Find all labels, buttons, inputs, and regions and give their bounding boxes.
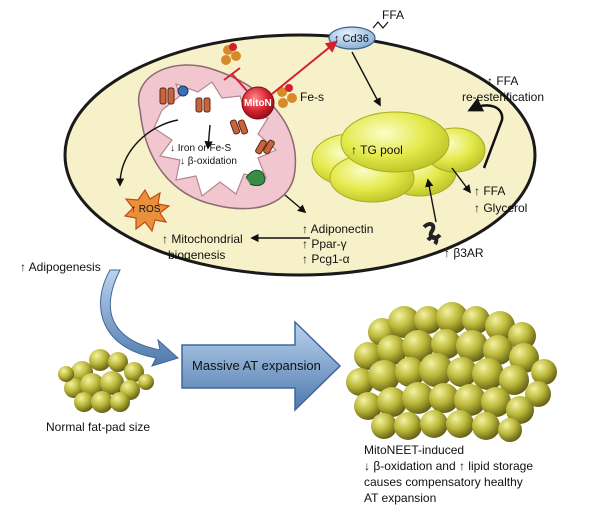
cd36-label: ↑ Cd36 [334, 33, 369, 45]
ffa-out-label: ↑ FFA [474, 184, 506, 198]
tg-pool-label: ↑ TG pool [351, 143, 403, 157]
adipogenesis-label: ↑ Adipogenesis [20, 260, 101, 274]
beta-oxidation-label: ↓ β-oxidation [180, 156, 237, 167]
pcg1-label: ↑ Pcg1-α [302, 252, 350, 266]
mitoneet-ball [241, 86, 275, 120]
ffa-top-label: FFA [382, 8, 405, 22]
fe-s-cluster-icon [221, 43, 297, 108]
ppar-label: ↑ Ppar-γ [302, 237, 347, 251]
b3ar-receptor-icon [422, 222, 442, 246]
iron-fe-s-label: ↓ Iron or Fe-S [170, 143, 232, 154]
mitoN-inhibit-feS [223, 67, 249, 93]
b3ar-label: ↑ β3AR [444, 246, 484, 260]
expanded-fat-pad-cluster [346, 302, 557, 442]
ffa-reesterification-label-2: re-esterification [462, 90, 545, 104]
mito-biogenesis-label-1: ↑ Mitochondrial [162, 232, 243, 246]
pathway-arrows [115, 51, 504, 243]
tg-pool-droplets [311, 111, 486, 203]
massive-expansion-label: Massive AT expansion [192, 358, 321, 373]
adiponectin-label: ↑ Adiponectin [302, 222, 374, 236]
normal-fat-pad-cluster [58, 349, 154, 413]
caption-line-1: MitoNEET-induced [364, 443, 465, 457]
caption-line-3: causes compensatory healthy [364, 475, 523, 489]
caption-line-4: AT expansion [364, 491, 437, 505]
mito-biogenesis-label-2: biogenesis [168, 248, 226, 262]
caption-line-2: ↓ β-oxidation and ↑ lipid storage [364, 459, 533, 473]
glycerol-out-label: ↑ Glycerol [474, 201, 528, 215]
ros-label: ↑ ROS [131, 204, 161, 215]
normal-fat-pad-label: Normal fat-pad size [46, 420, 151, 434]
ffa-chain-icon [372, 21, 389, 29]
fe-s-label: Fe-s [300, 90, 324, 104]
adipogenesis-curved-arrow [100, 269, 179, 367]
ros-burst [123, 188, 171, 233]
mitoN-to-cd36-arrow [271, 40, 338, 95]
membrane-protein-icon [159, 85, 275, 187]
mitoN-label: MitoN [244, 98, 272, 109]
ffa-reesterification-label-1: ↑ FFA [487, 74, 519, 88]
massive-expansion-arrow [181, 320, 342, 412]
cd36-transporter [328, 26, 376, 50]
